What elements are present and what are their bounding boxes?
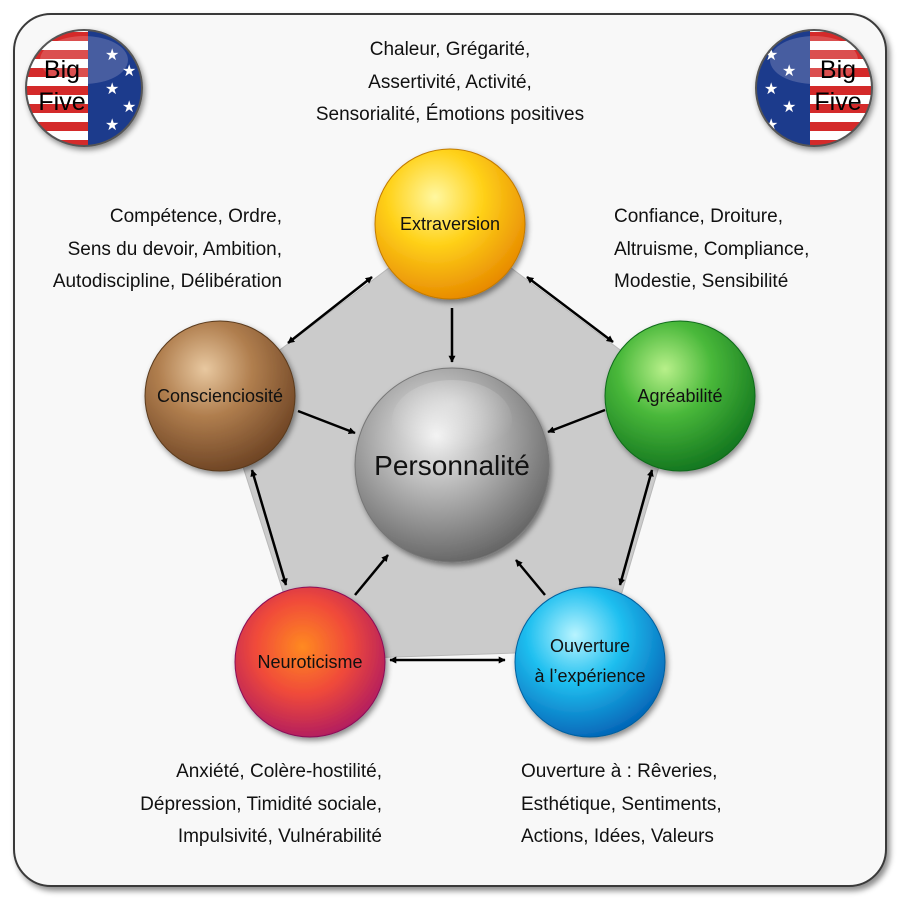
svg-text:★: ★	[105, 115, 119, 134]
facet-line: Dépression, Timidité sociale,	[140, 793, 382, 815]
badge-right-line-2: Five	[814, 88, 861, 116]
facet-line: Esthétique, Sentiments,	[521, 793, 722, 815]
neuroticisme-node	[234, 586, 386, 738]
svg-text:★: ★	[782, 97, 796, 116]
badge-left-line-2: Five	[38, 88, 85, 116]
arrow-ouverture-to-center	[515, 559, 546, 596]
facet-line: Autodiscipline, Délibération	[52, 271, 282, 292]
arrow-extraversion-agreabilite	[526, 276, 614, 343]
personnalite-label: Personnalité	[374, 450, 530, 481]
svg-text:★: ★	[764, 79, 778, 98]
agreabilite-label: Agréabilité	[637, 386, 722, 406]
facet-line: Compétence, Ordre,	[109, 206, 282, 227]
facet-line: Ouverture à : Rêveries,	[521, 761, 718, 782]
facets-agreabilite: Confiance, Droiture, Altruisme, Complian…	[614, 201, 809, 299]
arrow-extraversion-conscienciosite	[287, 276, 373, 344]
conscienciosite-label: Conscienciosité	[157, 386, 283, 406]
facets-neuroticisme: Anxiété, Colère-hostilité, Dépression, T…	[100, 756, 382, 854]
facet-line: Assertivité, Activité,	[368, 71, 532, 93]
arrow-conscienciosite-to-center	[297, 409, 356, 435]
personnalite-node	[354, 367, 550, 563]
neuroticisme-label: Neuroticisme	[257, 652, 362, 672]
big-five-badge-left: ★ ★ ★ ★ ★	[25, 29, 143, 147]
facet-line: Modestie, Sensibilité	[614, 271, 789, 292]
agreabilite-node	[604, 320, 756, 472]
facets-conscienciosite: Compétence, Ordre, Sens du devoir, Ambit…	[30, 201, 282, 299]
facet-line: Sensorialité, Émotions positives	[315, 104, 585, 125]
arrow-neuroticisme-conscienciosite	[250, 469, 288, 586]
extraversion-node	[374, 148, 526, 300]
extraversion-label: Extraversion	[400, 214, 500, 234]
facet-line: Impulsivité, Vulnérabilité	[177, 826, 382, 847]
ouverture-node	[514, 586, 666, 738]
badge-right-line-1: Big	[820, 56, 856, 84]
conscienciosite-node	[144, 320, 296, 472]
big-five-badge-right: ★ ★ ★ ★ ★	[755, 29, 873, 147]
arrow-neuroticisme-to-center	[354, 554, 389, 596]
svg-text:★: ★	[122, 97, 136, 116]
facet-line: Actions, Idées, Valeurs	[521, 826, 714, 847]
facets-extraversion: Chaleur, Grégarité, Assertivité, Activit…	[300, 34, 600, 132]
ouverture-label-line-2: à l’expérience	[534, 666, 645, 686]
svg-text:★: ★	[105, 79, 119, 98]
facet-line: Confiance, Droiture,	[614, 206, 783, 227]
facets-ouverture: Ouverture à : Rêveries, Esthétique, Sent…	[521, 756, 722, 854]
facet-line: Chaleur, Grégarité,	[369, 39, 531, 60]
facet-line: Sens du devoir, Ambition,	[67, 238, 282, 260]
facet-line: Anxiété, Colère-hostilité,	[176, 761, 382, 782]
facet-line: Altruisme, Compliance,	[614, 238, 810, 260]
ouverture-label-line-1: Ouverture	[550, 636, 630, 656]
arrow-agreabilite-to-center	[547, 408, 606, 434]
badge-left-line-1: Big	[44, 56, 80, 84]
arrow-agreabilite-ouverture	[618, 469, 654, 586]
